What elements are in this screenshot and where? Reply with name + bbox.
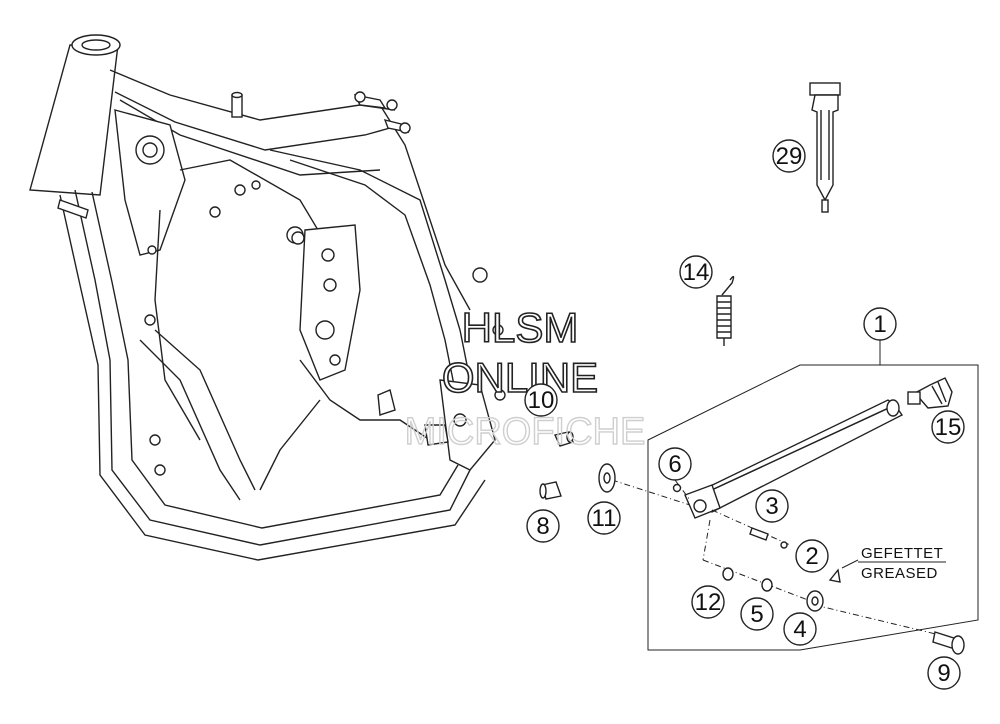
svg-text:5: 5 <box>750 601 763 628</box>
frame-bolts <box>57 91 506 476</box>
watermark-line2: ONLINE <box>442 354 598 401</box>
part-washer-5 <box>761 578 773 592</box>
callout-5: 5 <box>740 597 774 631</box>
part-bolt-6 <box>672 483 682 493</box>
part-bushing-4 <box>806 590 824 612</box>
svg-text:2: 2 <box>805 543 818 570</box>
svg-text:3: 3 <box>765 493 778 520</box>
svg-text:9: 9 <box>937 660 950 687</box>
callouts: 1 2 3 4 5 6 8 9 <box>524 139 965 690</box>
note-line1: GEFETTET <box>861 545 943 562</box>
callout-2: 2 <box>795 539 829 573</box>
lower-bracket <box>377 379 496 471</box>
svg-text:4: 4 <box>793 616 806 643</box>
part-bolt-8 <box>539 481 562 500</box>
assembly-outline <box>647 340 979 651</box>
callout-8: 8 <box>526 509 560 543</box>
part-grease-nipple-2 <box>828 568 841 583</box>
callout-6: 6 <box>658 447 692 481</box>
svg-text:14: 14 <box>683 259 710 286</box>
inner-cradle <box>154 159 431 491</box>
svg-text:1: 1 <box>873 311 886 338</box>
svg-text:15: 15 <box>935 414 962 441</box>
note-line2: GREASED <box>861 565 938 582</box>
svg-text:10: 10 <box>528 387 555 414</box>
callout-29: 29 <box>772 139 806 173</box>
callout-9: 9 <box>927 656 961 690</box>
svg-text:12: 12 <box>695 589 722 616</box>
svg-text:6: 6 <box>668 451 681 478</box>
part-bolt-10 <box>554 431 574 447</box>
watermark: HLSM ONLINE MICROFICHE <box>404 303 646 454</box>
assembly-lines <box>611 479 941 636</box>
callout-10: 10 <box>524 383 558 417</box>
part-pivot-bolt-9 <box>932 631 965 655</box>
svg-text:11: 11 <box>592 505 617 532</box>
callout-11: 11 <box>587 501 621 535</box>
grease-note: GEFETTET GREASED <box>841 545 946 582</box>
part-washer-12 <box>722 567 734 581</box>
watermark-line1: HLSM <box>462 304 579 351</box>
watermark-line3: MICROFICHE <box>405 411 646 453</box>
callout-15: 15 <box>931 410 965 444</box>
part-rubber-15 <box>907 377 953 409</box>
side-stand-leg <box>684 399 904 519</box>
callout-14: 14 <box>679 255 713 289</box>
svg-text:29: 29 <box>776 143 803 170</box>
callout-4: 4 <box>783 612 817 646</box>
down-tubes <box>59 189 486 561</box>
part-tool-29 <box>809 82 841 213</box>
callout-3: 3 <box>755 489 789 523</box>
svg-text:8: 8 <box>536 513 549 540</box>
frame-drawing <box>29 34 506 561</box>
pivot-bracket <box>286 224 361 381</box>
head-tube <box>29 34 121 196</box>
part-screw-3 <box>749 527 788 549</box>
callout-1: 1 <box>863 307 897 341</box>
part-washer-11 <box>598 463 616 493</box>
callout-12: 12 <box>691 585 725 619</box>
gusset-plate <box>114 109 186 256</box>
part-spring-14 <box>716 275 735 346</box>
